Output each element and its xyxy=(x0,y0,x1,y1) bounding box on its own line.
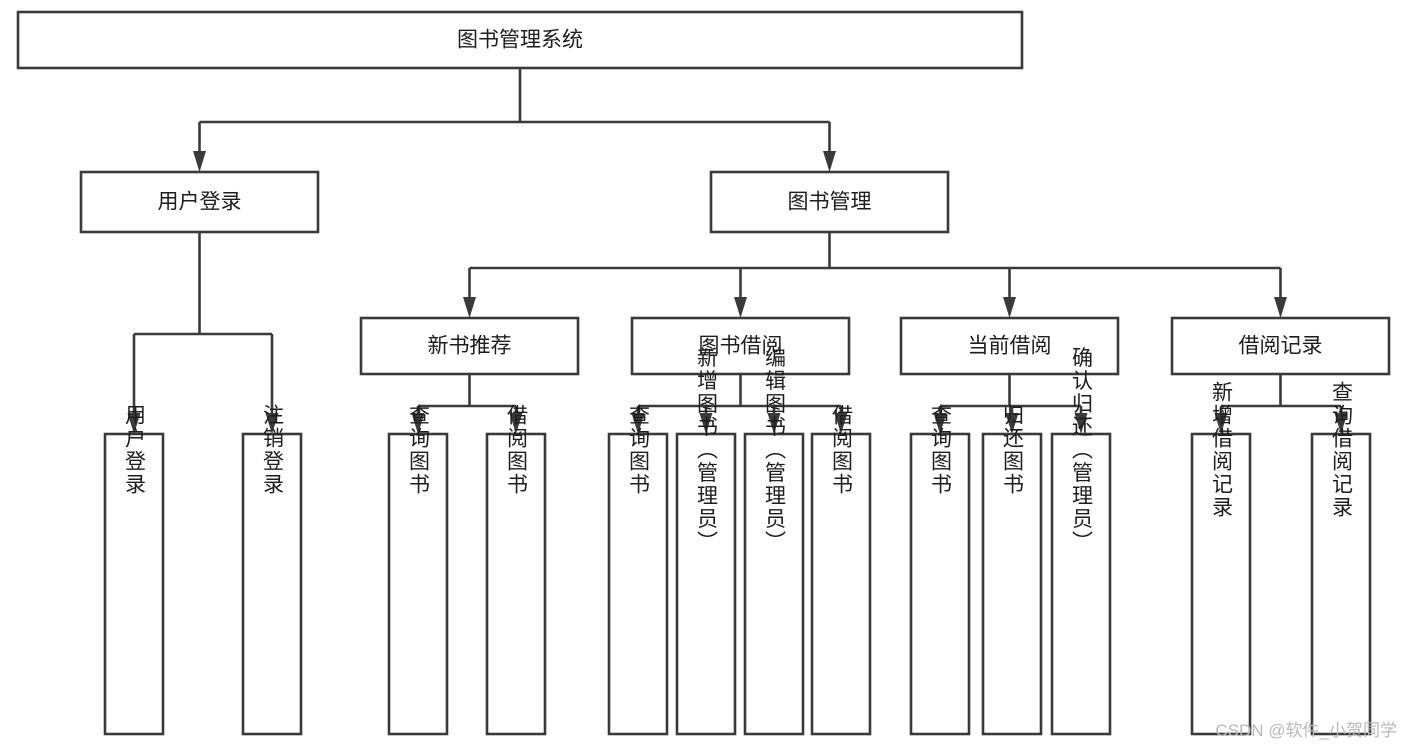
node-leaf-query-record[interactable]: 查询借阅记录 xyxy=(1310,381,1372,736)
node-label-borrow-record: 借阅记录 xyxy=(1239,335,1323,358)
arrowhead-leaf-borrow-book-2 xyxy=(834,413,848,434)
watermark-label: CSDN @软件_小贺同学 xyxy=(1215,721,1397,740)
arrowhead-book-manage xyxy=(823,151,836,172)
node-label-leaf-logout: 注销登录 xyxy=(261,404,285,496)
node-box-leaf-add-book xyxy=(675,432,737,736)
node-label-leaf-add-book: 新增图书（管理员） xyxy=(695,347,719,554)
arrowhead-leaf-add-record xyxy=(1214,413,1228,434)
node-leaf-user-login[interactable]: 用户登录 xyxy=(103,404,165,736)
arrowhead-leaf-query-book-2 xyxy=(631,413,645,434)
node-leaf-logout[interactable]: 注销登录 xyxy=(241,404,303,736)
arrowhead-leaf-query-record xyxy=(1334,413,1348,434)
node-label-leaf-user-login: 用户登录 xyxy=(123,404,147,496)
node-layer: 图书管理系统用户登录图书管理新书推荐图书借阅当前借阅借阅记录用户登录注销登录查询… xyxy=(16,10,1391,736)
arrowhead-user-login xyxy=(193,151,206,172)
node-new-book-recommend[interactable]: 新书推荐 xyxy=(359,316,580,376)
node-box-leaf-return-book xyxy=(981,432,1043,736)
node-label-root: 图书管理系统 xyxy=(457,29,583,52)
node-box-leaf-query-book-2 xyxy=(607,432,669,736)
node-leaf-query-book-1[interactable]: 查询图书 xyxy=(387,404,449,736)
node-label-leaf-query-book-3: 查询图书 xyxy=(929,404,953,496)
node-label-user-login: 用户登录 xyxy=(158,191,242,214)
arrowhead-new-book-recommend xyxy=(463,297,476,318)
node-leaf-query-book-2[interactable]: 查询图书 xyxy=(607,404,669,736)
node-box-leaf-query-book-3 xyxy=(909,432,971,736)
node-book-borrow[interactable]: 图书借阅 xyxy=(630,316,851,376)
node-leaf-confirm-return[interactable]: 确认归还（管理员） xyxy=(1050,347,1112,736)
node-borrow-record[interactable]: 借阅记录 xyxy=(1170,316,1391,376)
node-leaf-add-book[interactable]: 新增图书（管理员） xyxy=(675,347,737,736)
arrowhead-leaf-return-book xyxy=(1005,413,1019,434)
node-user-login[interactable]: 用户登录 xyxy=(79,170,320,234)
node-box-book-borrow xyxy=(630,316,851,376)
node-box-root xyxy=(16,10,1024,70)
node-box-leaf-add-record xyxy=(1190,432,1252,736)
arrowhead-borrow-record xyxy=(1274,297,1287,318)
node-label-leaf-query-book-2: 查询图书 xyxy=(627,404,651,496)
node-box-leaf-user-login xyxy=(103,432,165,736)
node-box-borrow-record xyxy=(1170,316,1391,376)
arrowhead-book-borrow xyxy=(734,297,747,318)
node-box-leaf-logout xyxy=(241,432,303,736)
node-leaf-add-record[interactable]: 新增借阅记录 xyxy=(1190,381,1252,736)
node-label-leaf-borrow-book-2: 借阅图书 xyxy=(830,404,854,496)
arrowhead-leaf-user-login xyxy=(127,413,141,434)
arrowhead-leaf-edit-book xyxy=(767,413,781,434)
node-box-book-manage xyxy=(709,170,950,234)
node-label-leaf-add-record: 新增借阅记录 xyxy=(1210,381,1234,519)
edge-group-current-borrow xyxy=(933,374,1088,434)
node-label-new-book-recommend: 新书推荐 xyxy=(428,335,512,358)
edge-group-borrow-record xyxy=(1214,374,1348,434)
arrowhead-leaf-confirm-return xyxy=(1074,413,1088,434)
node-root[interactable]: 图书管理系统 xyxy=(16,10,1024,70)
arrowhead-leaf-add-book xyxy=(699,413,713,434)
arrowhead-leaf-query-book-1 xyxy=(411,413,425,434)
node-box-leaf-confirm-return xyxy=(1050,432,1112,736)
arrowhead-leaf-borrow-book-1 xyxy=(509,413,523,434)
node-book-manage[interactable]: 图书管理 xyxy=(709,170,950,234)
arrowhead-leaf-query-book-3 xyxy=(933,413,947,434)
node-leaf-query-book-3[interactable]: 查询图书 xyxy=(909,404,971,736)
edge-group-root xyxy=(193,68,836,172)
edge-group-new-book-recommend xyxy=(411,374,523,434)
edge-group-book-borrow xyxy=(631,374,848,434)
node-box-user-login xyxy=(79,170,320,234)
node-box-leaf-query-record xyxy=(1310,432,1372,736)
node-box-new-book-recommend xyxy=(359,316,580,376)
node-label-leaf-query-book-1: 查询图书 xyxy=(407,404,431,496)
edge-group-user-login xyxy=(127,232,279,434)
node-label-book-manage: 图书管理 xyxy=(788,191,872,214)
node-current-borrow[interactable]: 当前借阅 xyxy=(899,316,1120,376)
node-box-leaf-borrow-book-2 xyxy=(810,432,872,736)
node-label-leaf-query-record: 查询借阅记录 xyxy=(1330,381,1354,519)
node-label-book-borrow: 图书借阅 xyxy=(699,335,783,358)
edge-group-book-manage xyxy=(463,232,1287,318)
arrowhead-leaf-logout xyxy=(265,413,279,434)
node-leaf-borrow-book-1[interactable]: 借阅图书 xyxy=(485,404,547,736)
node-label-leaf-borrow-book-1: 借阅图书 xyxy=(505,404,529,496)
node-box-leaf-query-book-1 xyxy=(387,432,449,736)
node-leaf-edit-book[interactable]: 编辑图书（管理员） xyxy=(743,347,805,736)
node-label-leaf-edit-book: 编辑图书（管理员） xyxy=(763,347,787,554)
connector-layer xyxy=(127,68,1348,434)
node-box-current-borrow xyxy=(899,316,1120,376)
node-box-leaf-edit-book xyxy=(743,432,805,736)
node-label-leaf-confirm-return: 确认归还（管理员） xyxy=(1070,347,1094,554)
node-leaf-return-book[interactable]: 归还图书 xyxy=(981,404,1043,736)
node-leaf-borrow-book-2[interactable]: 借阅图书 xyxy=(810,404,872,736)
arrowhead-current-borrow xyxy=(1003,297,1016,318)
node-box-leaf-borrow-book-1 xyxy=(485,432,547,736)
node-label-leaf-return-book: 归还图书 xyxy=(1001,404,1025,496)
node-label-current-borrow: 当前借阅 xyxy=(968,335,1052,358)
